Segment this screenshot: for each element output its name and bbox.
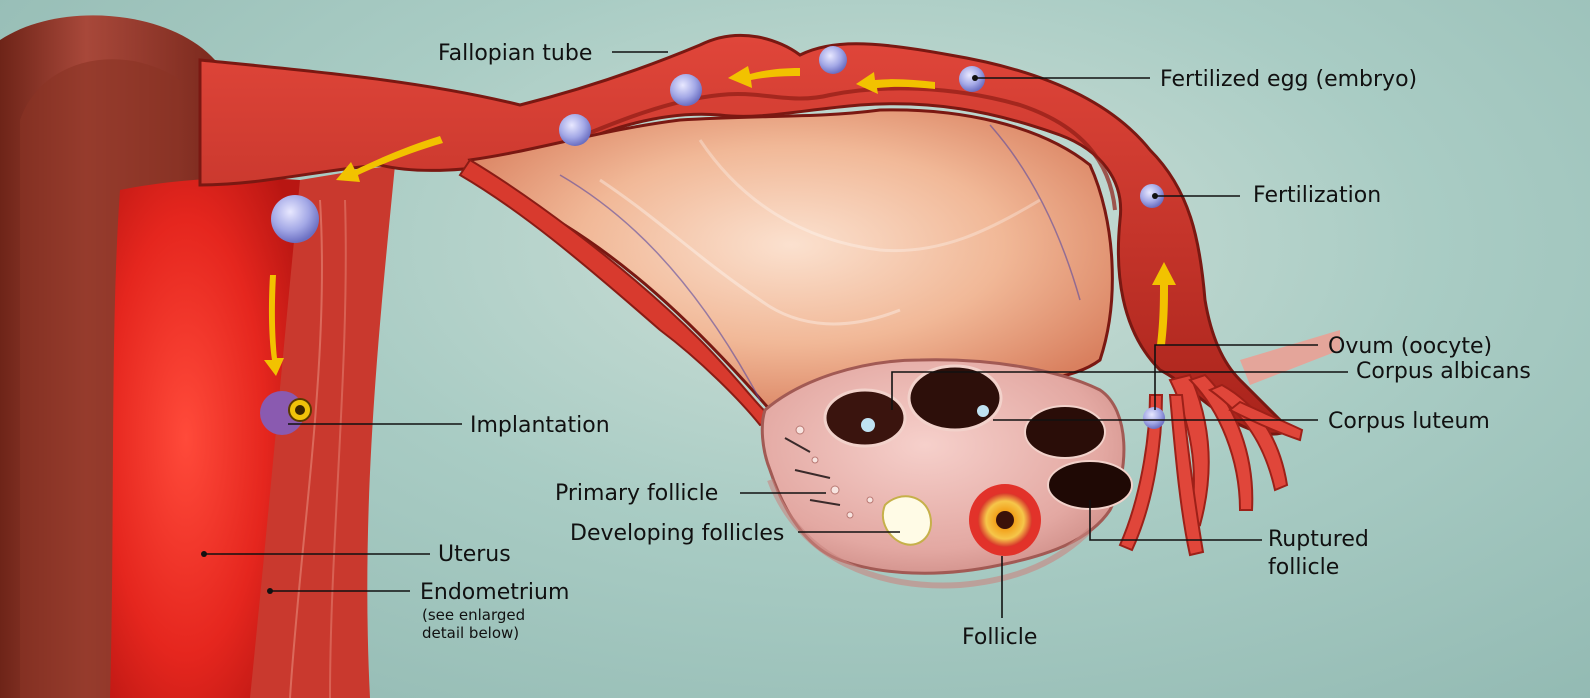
label-endometrium-note-line1: (see enlarged bbox=[422, 606, 525, 624]
label-corpus-luteum: Corpus luteum bbox=[1328, 409, 1490, 434]
label-fallopian-tube: Fallopian tube bbox=[438, 41, 592, 66]
label-ovum: Ovum (oocyte) bbox=[1328, 334, 1492, 359]
ovary-illustration bbox=[762, 360, 1132, 586]
label-implantation: Implantation bbox=[470, 413, 610, 438]
label-ruptured-follicle-line1: Ruptured bbox=[1268, 527, 1369, 552]
label-developing-follicles: Developing follicles bbox=[570, 521, 784, 546]
label-fertilized-egg: Fertilized egg (embryo) bbox=[1160, 67, 1417, 92]
label-endometrium-note-line2: detail below) bbox=[422, 624, 519, 642]
label-follicle: Follicle bbox=[962, 625, 1037, 650]
label-ruptured-follicle-line2: follicle bbox=[1268, 555, 1339, 580]
label-primary-follicle: Primary follicle bbox=[555, 481, 718, 506]
label-fertilization: Fertilization bbox=[1253, 183, 1381, 208]
label-corpus-albicans: Corpus albicans bbox=[1356, 359, 1531, 384]
label-endometrium: Endometrium bbox=[420, 580, 569, 605]
label-uterus: Uterus bbox=[438, 542, 511, 567]
